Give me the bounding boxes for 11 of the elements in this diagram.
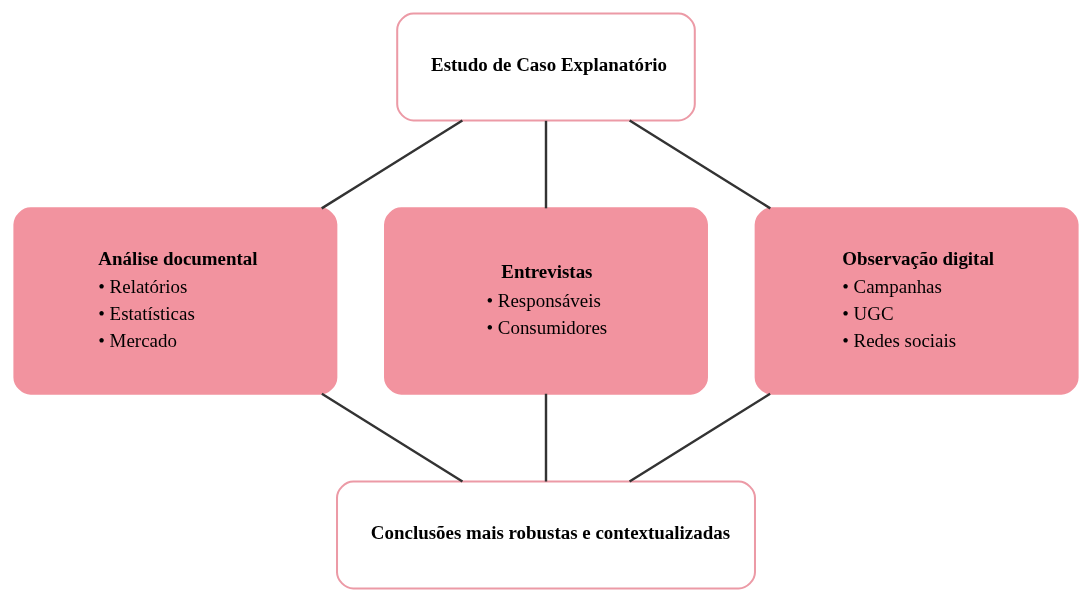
connector [321,119,463,210]
node-box: Conclusões mais robustas e contextualizadas [336,480,756,590]
connector [544,120,548,209]
node-box: Análise documental • Relatórios • Estatísticas • Mercado [13,207,338,395]
connector [321,392,464,483]
connector [629,119,771,210]
node-box: Estudo de Caso Explanatório [396,12,696,122]
connector [544,393,548,482]
node-box: Observação digital • Campanhas • UGC • Redes sociais [754,207,1079,395]
node-box: Entrevistas • Responsáveis • Consumidores [384,207,708,395]
connector [628,392,771,483]
